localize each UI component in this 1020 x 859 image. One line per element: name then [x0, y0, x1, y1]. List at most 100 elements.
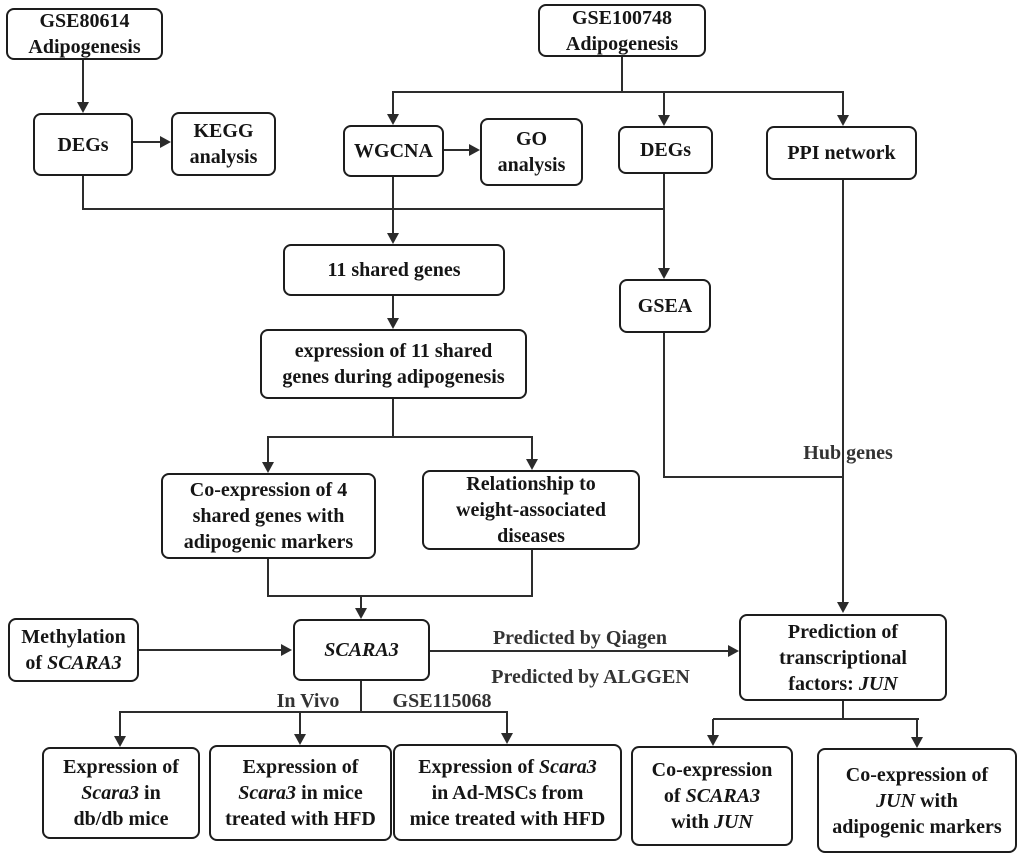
arrow-down-icon [526, 459, 538, 470]
flow-line [392, 177, 394, 234]
flow-line [392, 399, 394, 438]
text-line: Adipogenesis [28, 36, 141, 58]
flow-line [663, 476, 844, 478]
arrow-right-icon [281, 644, 292, 656]
flow-line [713, 718, 919, 720]
text-line: Expression of Scara3 [418, 755, 597, 778]
flow-line [621, 57, 623, 93]
gene-name-italic: SCARA3 [685, 785, 761, 807]
arrow-down-icon [501, 733, 513, 744]
gene-name-italic: JUN [713, 811, 753, 833]
flow-line [663, 333, 665, 478]
node-go-analysis: GO analysis [480, 118, 583, 186]
text-line: expression of 11 shared [294, 340, 493, 362]
flow-line [444, 149, 470, 151]
text-line: Adipogenesis [565, 32, 679, 55]
flow-line [712, 719, 714, 736]
text-line: Co-expression of 4 [189, 479, 348, 501]
edge-label-gse115068: GSE115068 [392, 690, 492, 712]
node-scara3: SCARA3 [293, 619, 430, 681]
node-coexpression-jun-markers: Co-expression of JUN with adipogenic mar… [817, 748, 1017, 853]
flow-line [267, 595, 533, 597]
flow-line [916, 719, 918, 738]
text-line: mice treated with HFD [409, 807, 606, 830]
text-line: adipogenic markers [832, 815, 1002, 838]
flow-line [392, 91, 844, 93]
text-line: Co-expression [651, 759, 773, 781]
text-line: shared genes with [192, 505, 345, 527]
flow-line [299, 712, 301, 734]
gene-name-italic: Scara3 [81, 782, 140, 804]
text-line: treated with HFD [225, 808, 376, 830]
text-line: Scara3 in mice [238, 782, 363, 804]
text-line: GSE100748 [571, 6, 673, 29]
node-degs-right: DEGs [618, 126, 713, 174]
flow-line [842, 701, 844, 719]
gene-name-italic: Scara3 [538, 755, 597, 778]
text-line: JUN with [876, 789, 958, 812]
text-line: adipogenic markers [183, 531, 354, 553]
text-line: GSEA [637, 295, 693, 317]
text-line: analysis [497, 154, 566, 176]
text-line: transcriptional [779, 646, 907, 669]
node-ppi-network: PPI network [766, 126, 917, 180]
node-kegg-analysis: KEGG analysis [171, 112, 276, 176]
flow-line [267, 437, 269, 463]
text-line: DEGs [639, 139, 692, 161]
flow-line [82, 60, 84, 103]
flow-line [430, 650, 728, 652]
node-gse80614-adipogenesis: GSE80614 Adipogenesis [6, 8, 163, 60]
flow-line [139, 649, 281, 651]
edge-label-predicted-qiagen: Predicted by Qiagen [492, 627, 668, 649]
text-line: weight-associated [456, 499, 606, 521]
flow-line [392, 296, 394, 319]
arrow-right-icon [469, 144, 480, 156]
arrow-down-icon [387, 114, 399, 125]
arrow-down-icon [294, 734, 306, 745]
text-line: with JUN [671, 811, 753, 833]
flow-line [842, 92, 844, 116]
text-line: db/db mice [73, 808, 169, 830]
node-prediction-transcriptional-factors: Prediction of transcriptional factors: J… [739, 614, 947, 701]
flow-line [392, 92, 394, 115]
node-relationship-weight-diseases: Relationship to weight-associated diseas… [422, 470, 640, 550]
arrow-down-icon [387, 318, 399, 329]
arrow-down-icon [837, 602, 849, 613]
node-expression-11-shared-genes: expression of 11 shared genes during adi… [260, 329, 527, 399]
flow-line [663, 174, 665, 269]
text-line: 11 shared genes [327, 259, 461, 281]
flow-line [842, 180, 844, 603]
node-degs-left: DEGs [33, 113, 133, 176]
text-line: SCARA3 [324, 637, 398, 663]
arrow-down-icon [911, 737, 923, 748]
node-expression-scara3-dbdb-mice: Expression of Scara3 in db/db mice [42, 747, 200, 839]
flow-line [119, 712, 121, 736]
gene-name-italic: SCARA3 [47, 652, 122, 674]
text-line: Relationship to [466, 473, 596, 495]
arrow-right-icon [728, 645, 739, 657]
edge-label-predicted-alggen: Predicted by ALGGEN [491, 666, 690, 688]
text-line: in Ad-MSCs from [431, 781, 584, 804]
arrow-down-icon [658, 115, 670, 126]
text-line: Expression of [63, 756, 179, 778]
text-line: DEGs [57, 133, 109, 156]
edge-label-in-vivo: In Vivo [276, 690, 340, 712]
text-line: Methylation [21, 626, 126, 648]
flow-line [531, 550, 533, 597]
arrow-down-icon [77, 102, 89, 113]
node-expression-scara3-admscs: Expression of Scara3 in Ad-MSCs from mic… [393, 744, 622, 841]
node-gse100748-adipogenesis: GSE100748 Adipogenesis [538, 4, 706, 57]
text-line: Expression of [242, 756, 359, 778]
arrow-down-icon [262, 462, 274, 473]
text-line: Co-expression of [845, 763, 989, 786]
text-line: factors: JUN [788, 672, 898, 695]
arrow-down-icon [658, 268, 670, 279]
flow-line [360, 596, 362, 609]
text-line: of SCARA3 [25, 652, 122, 674]
arrow-down-icon [114, 736, 126, 747]
node-coexpression-4-shared-genes: Co-expression of 4 shared genes with adi… [161, 473, 376, 559]
node-coexpression-scara3-jun: Co-expression of SCARA3 with JUN [631, 746, 793, 846]
text-line: genes during adipogenesis [282, 366, 505, 388]
text-line: KEGG [193, 120, 254, 142]
node-expression-scara3-hfd-mice: Expression of Scara3 in mice treated wit… [209, 745, 392, 841]
